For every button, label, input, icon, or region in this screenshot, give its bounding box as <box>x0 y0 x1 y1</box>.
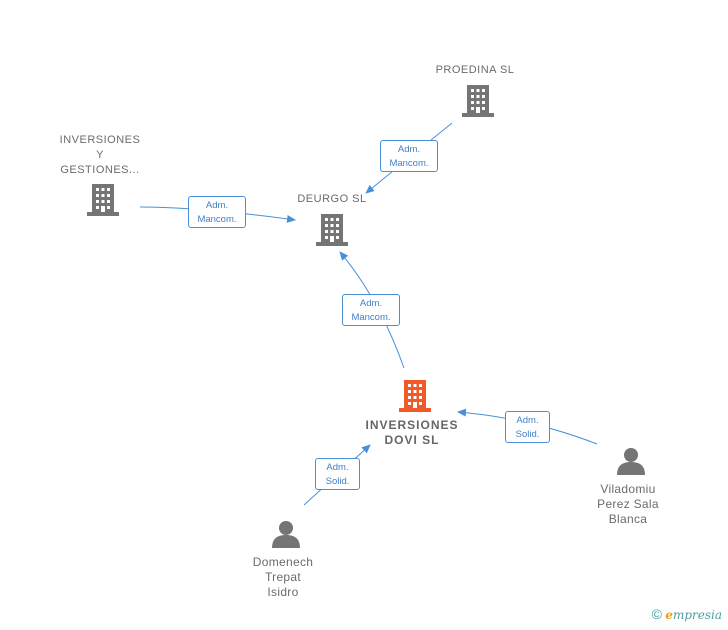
node-label-domenech[interactable]: Domenech Trepat Isidro <box>252 555 314 599</box>
brand-name: mpresia <box>672 608 722 622</box>
node-label-viladomiu[interactable]: Viladomiu Perez Sala Blanca <box>597 482 659 526</box>
node-label-inversiones-dovi[interactable]: INVERSIONES DOVI SL <box>365 418 459 447</box>
person-icon <box>617 448 645 475</box>
building-icon <box>87 184 119 216</box>
building-icon <box>462 85 494 117</box>
empresia-logo: © empresia <box>652 606 722 622</box>
edge-label-domenech-dovi: Adm. Solid. <box>315 458 360 490</box>
edge-label-inversiones-deurgo: Adm. Mancom. <box>188 196 246 228</box>
person-icon <box>272 521 300 548</box>
edge-label-viladomiu-dovi: Adm. Solid. <box>505 411 550 443</box>
brand-initial: e <box>665 608 673 622</box>
building-icon <box>399 380 431 412</box>
node-label-deurgo[interactable]: DEURGO SL <box>297 193 367 205</box>
edge-label-proedina-deurgo: Adm. Mancom. <box>380 140 438 172</box>
edge-label-dovi-deurgo: Adm. Mancom. <box>342 294 400 326</box>
node-label-proedina[interactable]: PROEDINA SL <box>435 64 515 76</box>
node-label-inversiones-gestiones[interactable]: INVERSIONES Y GESTIONES... <box>59 134 141 176</box>
building-icon <box>316 214 348 246</box>
copyright-symbol: © <box>651 606 662 622</box>
